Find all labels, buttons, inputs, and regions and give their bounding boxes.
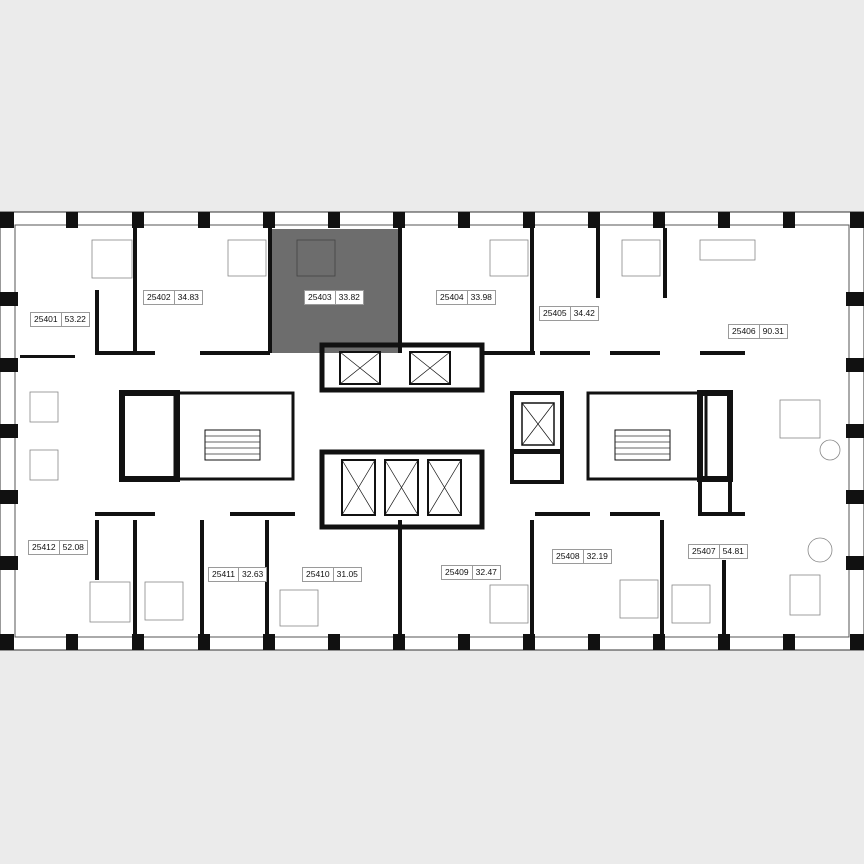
unit-label-25408[interactable]: 25408 32.19 <box>552 549 612 564</box>
unit-area: 34.83 <box>177 292 199 302</box>
stair-treads <box>205 435 670 455</box>
unit-number: 25402 <box>144 291 175 304</box>
unit-area: 54.81 <box>722 546 744 556</box>
unit-number: 25401 <box>31 313 62 326</box>
furniture <box>29 239 841 627</box>
unit-label-25406[interactable]: 25406 90.31 <box>728 324 788 339</box>
unit-area: 90.31 <box>762 326 784 336</box>
floor-slab <box>0 211 864 651</box>
unit-label-25411[interactable]: 25411 32.63 <box>208 567 268 582</box>
unit-area: 52.08 <box>62 542 84 552</box>
unit-label-25404[interactable]: 25404 33.98 <box>436 290 496 305</box>
unit-label-25412[interactable]: 25412 52.08 <box>28 540 88 555</box>
unit-number: 25408 <box>553 550 584 563</box>
columns <box>0 212 864 650</box>
unit-number: 25411 <box>209 568 240 581</box>
unit-number: 25403 <box>305 291 336 304</box>
unit-area: 53.22 <box>64 314 86 324</box>
building-core <box>119 342 733 530</box>
unit-number: 25409 <box>442 566 473 579</box>
unit-label-25403[interactable]: 25403 33.82 <box>304 290 364 305</box>
unit-label-25402[interactable]: 25402 34.83 <box>143 290 203 305</box>
unit-area: 32.19 <box>586 551 608 561</box>
unit-area: 34.42 <box>573 308 595 318</box>
unit-number: 25407 <box>689 545 720 558</box>
unit-area: 32.47 <box>475 567 497 577</box>
unit-label-25410[interactable]: 25410 31.05 <box>302 567 362 582</box>
unit-number: 25412 <box>29 541 60 554</box>
unit-label-25407[interactable]: 25407 54.81 <box>688 544 748 559</box>
unit-label-25405[interactable]: 25405 34.42 <box>539 306 599 321</box>
unit-number: 25406 <box>729 325 760 338</box>
unit-number: 25404 <box>437 291 468 304</box>
unit-area: 33.82 <box>338 292 360 302</box>
unit-area: 31.05 <box>336 569 358 579</box>
unit-number: 25410 <box>303 568 334 581</box>
unit-number: 25405 <box>540 307 571 320</box>
unit-area: 32.63 <box>242 569 264 579</box>
unit-label-25409[interactable]: 25409 32.47 <box>441 565 501 580</box>
unit-label-25401[interactable]: 25401 53.22 <box>30 312 90 327</box>
unit-area: 33.98 <box>470 292 492 302</box>
